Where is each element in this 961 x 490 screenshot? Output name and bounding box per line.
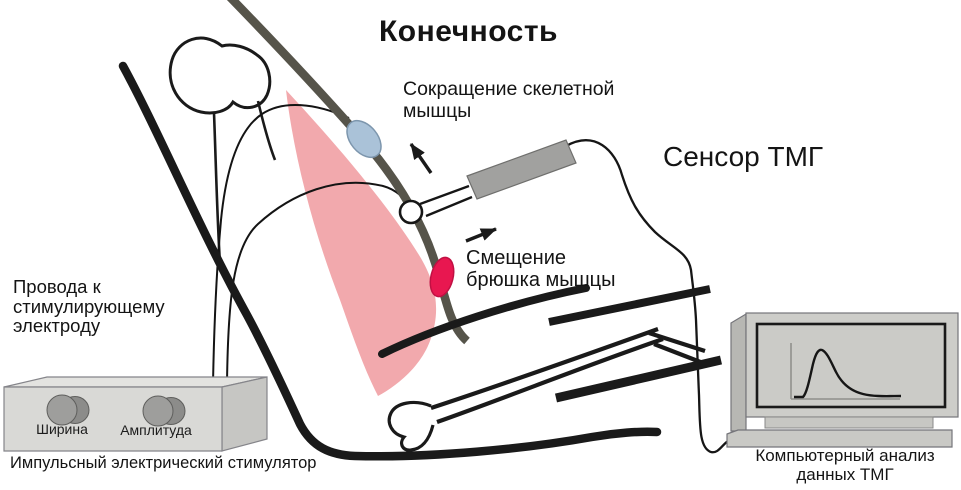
monitor-neck [764, 416, 934, 429]
computer-monitor [726, 312, 959, 448]
wire-to-blue-electrode [212, 104, 350, 385]
knob-amplitude[interactable] [142, 395, 186, 427]
lower-limb-bones [430, 327, 706, 424]
stimulator-box [3, 376, 268, 452]
toe-line-2 [436, 337, 664, 424]
proximal-electrode-blue [346, 119, 382, 159]
joint-bone [387, 400, 435, 452]
skin-surface-line [226, 0, 470, 345]
foot-heel-bar [554, 355, 723, 403]
contraction-label: Сокращение скелетной мышцы [403, 78, 615, 122]
knob-amplitude-label: Амплитуда [120, 422, 192, 438]
toe-line-1 [430, 327, 659, 410]
muscle [286, 90, 437, 396]
knob-width-label: Ширина [36, 421, 88, 437]
sensor-probe-shaft [419, 184, 473, 218]
contraction-arrow [409, 143, 433, 174]
monitor-base [726, 429, 953, 448]
bone-head [168, 36, 272, 115]
foot-top-bar [548, 285, 711, 326]
monitor-side-bevel [730, 312, 747, 432]
wires-label: Провода к стимулирующему электроду [13, 276, 165, 336]
tmg-curve [794, 348, 902, 399]
monitor-screen [755, 322, 947, 409]
limb-outline-shin-top [378, 284, 590, 358]
stimulator-right-face [221, 376, 268, 452]
displacement-arrow [465, 227, 497, 243]
graph-axes [790, 343, 900, 400]
stimulator-caption: Импульсный электрический стимулятор [10, 454, 317, 472]
bone-shaft-right [256, 100, 277, 161]
toe-line-1-tip [648, 331, 706, 353]
computer-caption: Компьютерный анализ данных ТМГ [755, 446, 935, 484]
diagram-title: Конечность [379, 15, 558, 48]
distal-electrode-red [429, 256, 455, 298]
sensor-body [466, 139, 577, 200]
limb-outline-back [118, 61, 662, 461]
stimulator-front-face [3, 386, 223, 452]
knob-width[interactable] [46, 394, 90, 426]
displacement-label: Смещение брюшка мышцы [466, 247, 616, 291]
sensor-probe-tip [398, 199, 424, 225]
tmg-sensor [398, 139, 577, 225]
limb-outline [118, 61, 723, 461]
sensor-label: Сенсор ТМГ [663, 141, 824, 172]
toe-line-2-tip [653, 342, 704, 365]
sensor-cable [565, 139, 729, 454]
arrows [409, 143, 497, 243]
bone [168, 36, 277, 265]
